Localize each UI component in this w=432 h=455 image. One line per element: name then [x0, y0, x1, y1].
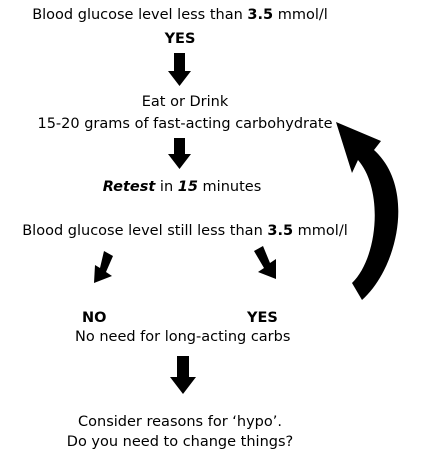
- final-consider-reasons: Consider reasons for ‘hypo’.: [78, 414, 282, 430]
- step-check-glucose-text: Blood glucose level less than: [32, 7, 248, 23]
- branch-yes-label: YES: [247, 310, 278, 326]
- diagonal-arrow-icon: [254, 246, 276, 279]
- yes-label-top: YES: [164, 31, 196, 47]
- step-retest: Retest in 15 minutes: [0, 178, 364, 196]
- step-carbohydrate: 15-20 grams of fast-acting carbohydrate: [37, 116, 333, 132]
- down-arrow-icon: [170, 356, 196, 394]
- retest-label: Retest: [102, 179, 156, 195]
- step-check-glucose: Blood glucose level less than 3.5 mmol/l: [0, 6, 360, 24]
- threshold-value: 3.5: [247, 7, 274, 23]
- threshold-value-again: 3.5: [267, 223, 294, 239]
- step-eat-drink: Eat or Drink: [141, 94, 229, 110]
- unit-label: mmol/l: [273, 7, 328, 23]
- down-arrow-icon: [168, 138, 191, 169]
- step-check-glucose-again: Blood glucose level still less than 3.5 …: [0, 222, 370, 240]
- unit-label-again: mmol/l: [293, 223, 348, 239]
- down-arrow-icon: [168, 53, 191, 86]
- loop-back-arrow-icon: [336, 122, 399, 300]
- retest-minutes-value: 15: [177, 179, 198, 195]
- retest-in-text: in: [155, 179, 178, 195]
- step-check-again-text: Blood glucose level still less than: [22, 223, 268, 239]
- final-change-things: Do you need to change things?: [66, 434, 294, 450]
- no-long-acting-note: No need for long-acting carbs: [75, 329, 291, 345]
- diagonal-arrow-icon: [94, 251, 113, 283]
- branch-no-label: NO: [82, 310, 107, 326]
- minutes-label: minutes: [197, 179, 262, 195]
